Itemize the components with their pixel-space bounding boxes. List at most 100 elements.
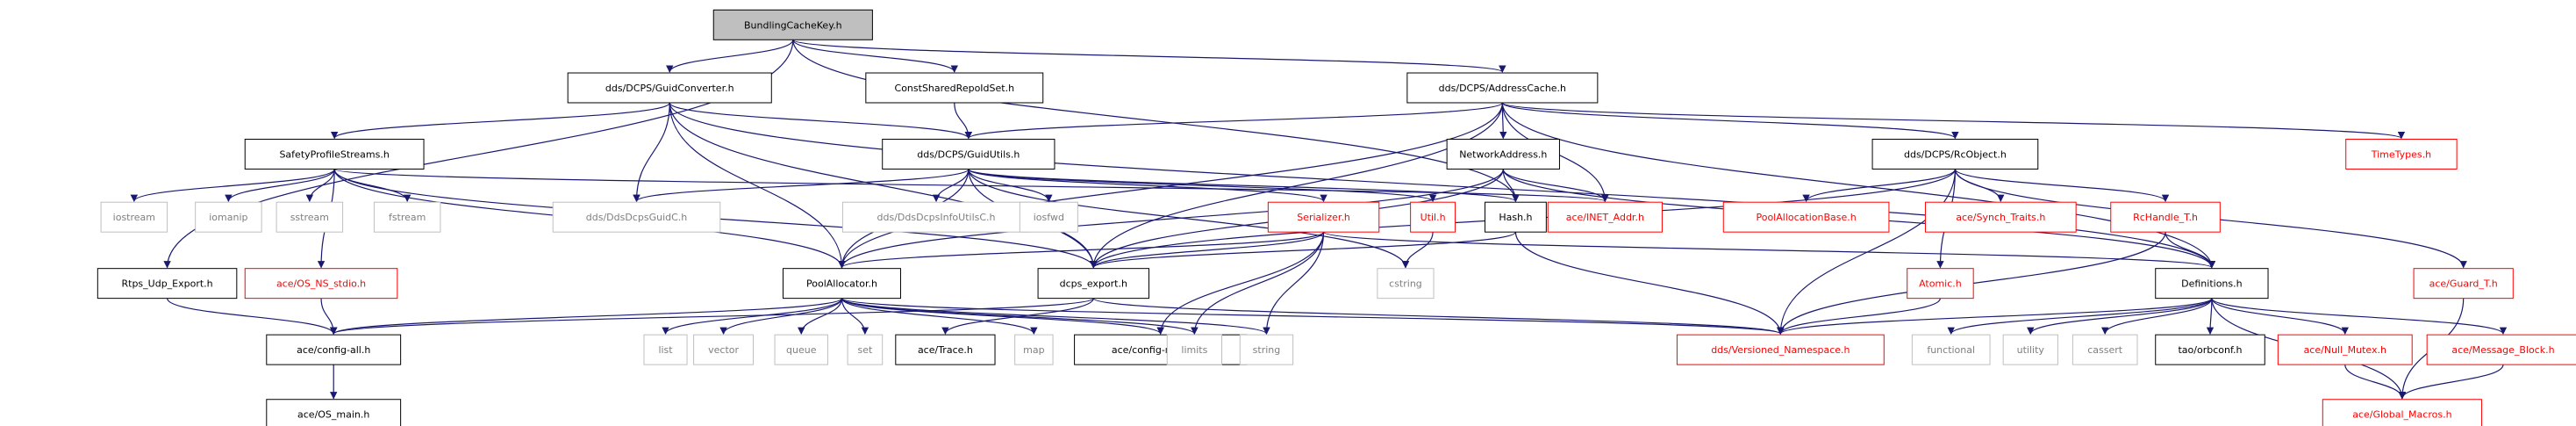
node-label: dds/DdsDcpsInfoUtilsC.h xyxy=(877,212,996,223)
edge-bck-to-guidconv xyxy=(666,40,794,73)
edge-guidutils-to-iosfwd xyxy=(968,169,1053,203)
node-box xyxy=(847,334,884,365)
node-defs[interactable]: Definitions.h xyxy=(2155,268,2269,300)
node-list: list xyxy=(643,334,688,365)
node-box xyxy=(1239,334,1294,365)
dependency-edge xyxy=(666,40,794,73)
edge-pool-to-queue xyxy=(798,298,843,335)
node-box xyxy=(2002,334,2058,365)
dependency-edge xyxy=(792,39,1506,73)
nodes-layer: BundlingCacheKey.h dds/DCPS/GuidConverter… xyxy=(97,9,2576,426)
dependency-edge xyxy=(333,168,1608,203)
node-guidutils[interactable]: dds/DCPS/GuidUtils.h xyxy=(882,138,1055,170)
dependency-edge xyxy=(841,298,1785,335)
dependency-edge xyxy=(330,298,843,335)
node-osns[interactable]: ace/OS_NS_stdio.h xyxy=(244,268,398,300)
node-box xyxy=(373,201,441,233)
dependency-edge xyxy=(792,40,958,73)
node-inet[interactable]: ace/INET_Addr.h xyxy=(1547,201,1663,233)
node-versioned[interactable]: dds/Versioned_Namespace.h xyxy=(1676,334,1885,365)
dependency-edge xyxy=(1090,231,1517,269)
dependency-edge xyxy=(669,102,1098,269)
dependency-edge xyxy=(1954,168,2170,203)
node-synch[interactable]: ace/Synch_Traits.h xyxy=(1924,201,2077,233)
edge-guidutils-to-cstring xyxy=(968,169,1410,269)
node-label: ace/Message_Block.h xyxy=(2451,344,2554,356)
edge-safety-to-inet xyxy=(333,168,1608,203)
dependency-edge xyxy=(662,298,843,335)
edge-serializer-to-limits xyxy=(1191,232,1325,335)
node-label: ace/Global_Macros.h xyxy=(2352,409,2451,421)
node-constrep[interactable]: ConstSharedRepoIdSet.h xyxy=(865,72,1044,104)
node-guidconv[interactable]: dds/DCPS/GuidConverter.h xyxy=(567,72,772,104)
node-netaddr[interactable]: NetworkAddress.h xyxy=(1446,138,1560,170)
node-label: PoolAllocator.h xyxy=(806,278,877,290)
dependency-edge xyxy=(1191,232,1325,335)
edge-pool-to-configall xyxy=(330,298,843,335)
node-label: dds/DCPS/AddressCache.h xyxy=(1439,83,1566,94)
node-box xyxy=(1377,268,1435,300)
node-label: dds/DCPS/GuidUtils.h xyxy=(917,148,1020,160)
node-label: map xyxy=(1023,344,1044,356)
node-map: map xyxy=(1014,334,1054,365)
node-nullmutex[interactable]: ace/Null_Mutex.h xyxy=(2277,334,2413,365)
dependency-edge xyxy=(1322,231,2215,269)
node-poolbase[interactable]: PoolAllocationBase.h xyxy=(1722,201,1890,233)
node-box xyxy=(1924,201,2077,233)
node-label: ace/OS_NS_stdio.h xyxy=(276,278,366,290)
node-box xyxy=(2426,334,2576,365)
edge-guidutils-to-hash xyxy=(968,168,1520,203)
node-box xyxy=(1722,201,1890,233)
dependency-edge xyxy=(669,102,972,140)
dependency-edge xyxy=(1802,169,1957,203)
node-label: ace/INET_Addr.h xyxy=(1566,212,1644,223)
node-box xyxy=(567,72,772,104)
node-box xyxy=(693,334,755,365)
node-safety[interactable]: SafetyProfileStreams.h xyxy=(244,138,425,170)
node-box xyxy=(841,201,1031,233)
dependency-edge xyxy=(1514,232,1785,335)
node-label: SafetyProfileStreams.h xyxy=(279,148,389,160)
node-rcobject[interactable]: dds/DCPS/RcObject.h xyxy=(1871,138,2039,170)
node-label: queue xyxy=(786,344,817,356)
node-trace[interactable]: ace/Trace.h xyxy=(895,334,996,365)
node-dcps[interactable]: dcps_export.h xyxy=(1037,268,1150,300)
node-bck[interactable]: BundlingCacheKey.h xyxy=(712,9,873,40)
node-hash[interactable]: Hash.h xyxy=(1485,201,1547,233)
dependency-edge xyxy=(932,169,970,203)
node-globalmacros[interactable]: ace/Global_Macros.h xyxy=(2322,399,2482,426)
node-label: Rtps_Udp_Export.h xyxy=(121,278,212,290)
dependency-edge xyxy=(1263,232,1325,335)
node-addrcache[interactable]: dds/DCPS/AddressCache.h xyxy=(1406,72,1599,104)
node-rchandle[interactable]: RcHandle_T.h xyxy=(2110,201,2221,233)
node-pool[interactable]: PoolAllocator.h xyxy=(782,268,901,300)
node-guard[interactable]: ace/Guard_T.h xyxy=(2413,268,2514,300)
node-atomic[interactable]: Atomic.h xyxy=(1907,268,1974,300)
node-box xyxy=(865,72,1044,104)
dependency-edge xyxy=(968,168,1437,203)
node-fstream: fstream xyxy=(373,201,441,233)
node-ddsinfo: dds/DdsDcpsInfoUtilsC.h xyxy=(841,201,1031,233)
edge-defs-to-nullmutex xyxy=(2211,298,2349,335)
node-configall[interactable]: ace/config-all.h xyxy=(266,334,402,365)
node-box xyxy=(1037,268,1150,300)
node-rtps[interactable]: Rtps_Udp_Export.h xyxy=(97,268,238,300)
node-iomanip: iomanip xyxy=(195,201,262,233)
node-box xyxy=(1676,334,1885,365)
edge-guidconv-to-dcps xyxy=(669,102,1098,269)
node-box xyxy=(2072,334,2138,365)
node-util[interactable]: Util.h xyxy=(1410,201,1456,233)
edge-atomic-to-versioned xyxy=(1777,298,1942,335)
node-box xyxy=(100,201,168,233)
edge-dcps-to-configall xyxy=(330,298,1094,335)
node-label: ace/config-all.h xyxy=(297,344,370,356)
node-label: iostream xyxy=(113,212,155,223)
node-orbconf[interactable]: tao/orbconf.h xyxy=(2155,334,2265,365)
node-timetypes[interactable]: TimeTypes.h xyxy=(2345,138,2458,170)
edge-hash-to-dcps xyxy=(1090,231,1517,269)
node-osmain[interactable]: ace/OS_main.h xyxy=(266,399,402,426)
node-serializer[interactable]: Serializer.h xyxy=(1267,201,1380,233)
node-msgblock[interactable]: ace/Message_Block.h xyxy=(2426,334,2576,365)
node-box xyxy=(882,138,1055,170)
